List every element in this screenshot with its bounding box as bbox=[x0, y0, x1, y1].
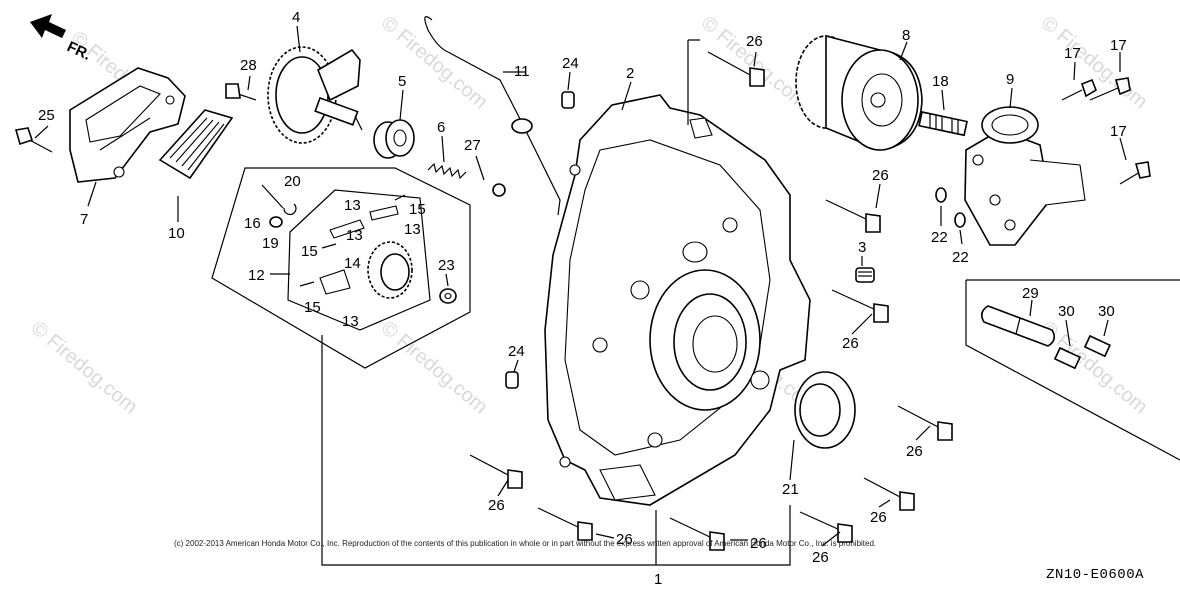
callout-18: 18 bbox=[932, 73, 949, 90]
callout-1: 1 bbox=[654, 571, 662, 588]
callout-13c: 13 bbox=[346, 227, 363, 244]
callout-27: 27 bbox=[464, 137, 481, 154]
callout-30a: 30 bbox=[1058, 303, 1075, 320]
callout-26a: 26 bbox=[746, 33, 763, 50]
part-8-oil-filter bbox=[795, 34, 923, 151]
callout-8: 8 bbox=[902, 27, 910, 44]
callout-11: 11 bbox=[514, 63, 530, 80]
callout-17b: 17 bbox=[1110, 37, 1127, 54]
callout-24b: 24 bbox=[508, 343, 525, 360]
oil-pump-inset-group bbox=[211, 167, 471, 369]
part-21-oil-seal bbox=[794, 371, 856, 449]
part-17-bolts bbox=[1061, 77, 1151, 185]
callout-25: 25 bbox=[38, 107, 55, 124]
callout-12: 12 bbox=[248, 267, 265, 284]
part-11-dipstick bbox=[424, 16, 561, 216]
part-24-dowel-pins bbox=[505, 91, 575, 389]
callout-15b: 15 bbox=[301, 243, 318, 260]
callout-26d: 26 bbox=[906, 443, 923, 460]
callout-13b: 13 bbox=[404, 221, 421, 238]
callout-15a: 15 bbox=[409, 201, 426, 218]
callout-23: 23 bbox=[438, 257, 455, 274]
callout-26g: 26 bbox=[750, 535, 767, 552]
callout-3: 3 bbox=[858, 239, 866, 256]
callout-28: 28 bbox=[240, 57, 257, 74]
watermark: © Firedog.com bbox=[27, 317, 142, 418]
callout-26e: 26 bbox=[870, 509, 887, 526]
callout-17a: 17 bbox=[1064, 45, 1081, 62]
inset-parts-29-30 bbox=[965, 279, 1180, 461]
leader-lines bbox=[34, 25, 1127, 566]
part-10-filter-screen bbox=[158, 109, 234, 180]
part-3-plug bbox=[855, 267, 875, 283]
callout-5: 5 bbox=[398, 73, 406, 90]
diagram-code: ZN10-E0600A bbox=[1046, 567, 1144, 583]
callout-22a: 22 bbox=[931, 229, 948, 246]
callout-29: 29 bbox=[1022, 285, 1039, 302]
callout-13d: 13 bbox=[342, 313, 359, 330]
callout-26f: 26 bbox=[812, 549, 829, 566]
part-22-washers bbox=[935, 187, 966, 228]
watermark: © Firedog.com bbox=[377, 12, 492, 113]
callout-13a: 13 bbox=[344, 197, 361, 214]
callout-26h: 26 bbox=[616, 531, 633, 548]
watermark: © Firedog.com bbox=[377, 317, 492, 418]
part-7-breather-cover bbox=[69, 67, 186, 183]
part-5-collar bbox=[373, 119, 415, 159]
callout-26i: 26 bbox=[488, 497, 505, 514]
part-6-spring bbox=[427, 162, 467, 180]
callout-21: 21 bbox=[782, 481, 799, 498]
callout-20: 20 bbox=[284, 173, 301, 190]
callout-22b: 22 bbox=[952, 249, 969, 266]
callout-19: 19 bbox=[262, 235, 279, 252]
callout-17c: 17 bbox=[1110, 123, 1127, 140]
callout-15c: 15 bbox=[304, 299, 321, 316]
part-2-crankcase-cover bbox=[544, 94, 811, 506]
callout-14: 14 bbox=[344, 255, 361, 272]
callout-2: 2 bbox=[626, 65, 634, 82]
callout-labels: 1 2 3 4 5 6 7 8 9 10 11 12 13 13 13 13 1… bbox=[38, 9, 1127, 588]
part-26-flange-bolts bbox=[469, 51, 953, 551]
callout-7: 7 bbox=[80, 211, 88, 228]
callout-26c: 26 bbox=[842, 335, 859, 352]
callout-26b: 26 bbox=[872, 167, 889, 184]
copyright-notice: (c) 2002-2013 American Honda Motor Co., … bbox=[174, 539, 877, 548]
callout-30b: 30 bbox=[1098, 303, 1115, 320]
part-4-gear-assembly bbox=[267, 46, 363, 144]
callout-9: 9 bbox=[1006, 71, 1014, 88]
part-25-bolt bbox=[14, 127, 53, 153]
part-28-bolt bbox=[225, 83, 257, 101]
part-18-stud bbox=[918, 111, 968, 137]
callout-10: 10 bbox=[168, 225, 185, 242]
watermark: © Firedog.com bbox=[1037, 317, 1152, 418]
part-27-o-ring bbox=[492, 183, 506, 197]
callout-4: 4 bbox=[292, 9, 300, 26]
part-9-filter-adapter bbox=[964, 106, 1086, 246]
callout-6: 6 bbox=[437, 119, 445, 136]
callout-24a: 24 bbox=[562, 55, 579, 72]
callout-16: 16 bbox=[244, 215, 261, 232]
